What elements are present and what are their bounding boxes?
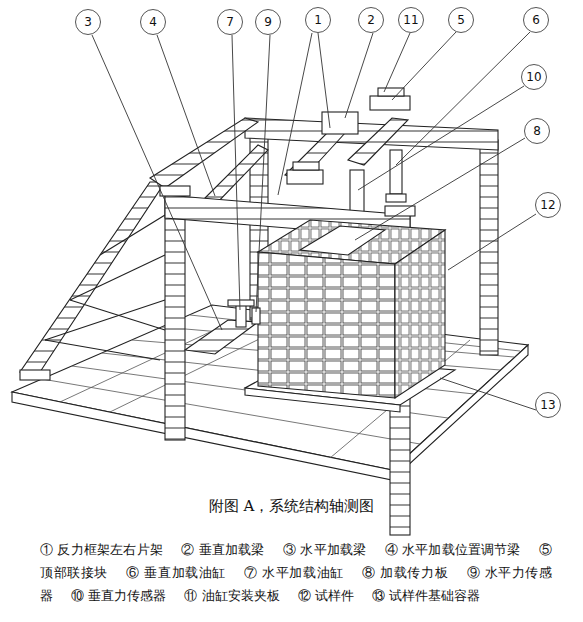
callout-text: 8 — [533, 124, 541, 138]
callout-number: 4 — [140, 9, 166, 35]
part-legend-item: ⑪ 油缸安装夹板 — [184, 588, 279, 603]
callout-number: 9 — [255, 9, 281, 35]
part-legend-item: ⑫ 试样件 — [298, 588, 354, 603]
callout-number: 11 — [398, 7, 424, 33]
callout-text: 1 — [314, 13, 322, 27]
callout-number: 7 — [217, 9, 243, 35]
callout-number: 8 — [524, 118, 550, 144]
callout-text: 3 — [84, 15, 92, 29]
callout-text: 10 — [526, 70, 541, 84]
parts-list: ① 反力框架左右片架 ② 垂直加载梁 ③ 水平加载梁 ④ 水平加载位置调节梁 ⑤… — [40, 538, 552, 607]
callout-text: 12 — [540, 198, 555, 212]
callout-text: 5 — [457, 13, 465, 27]
part-legend-item: ⑩ 垂直力传感器 — [71, 588, 166, 603]
callout-number: 1 — [305, 7, 331, 33]
part-legend-item: ⑬ 试样件基础容器 — [372, 588, 480, 603]
callout-text: 6 — [532, 13, 540, 27]
part-legend-item: ① 反力框架左右片架 — [40, 542, 163, 557]
callout-number: 10 — [521, 64, 547, 90]
callout-number: 5 — [448, 7, 474, 33]
callout-number: 3 — [75, 9, 101, 35]
callout-number: 6 — [523, 7, 549, 33]
callout-text: 2 — [367, 13, 375, 27]
part-legend-item: ⑥ 垂直加载油缸 — [126, 565, 225, 580]
callout-number: 12 — [535, 192, 561, 218]
callout-number: 2 — [358, 7, 384, 33]
callout-text: 11 — [403, 13, 418, 27]
callout-text: 4 — [149, 15, 157, 29]
part-legend-item: ⑧ 加载传力板 — [362, 565, 448, 580]
part-legend-item: ② 垂直加载梁 — [181, 542, 264, 557]
part-legend-item: ⑦ 水平加载油缸 — [244, 565, 343, 580]
figure-caption: 附图 A，系统结构轴测图 — [0, 497, 583, 516]
part-legend-item: ③ 水平加载梁 — [283, 542, 366, 557]
callout-text: 7 — [226, 15, 234, 29]
callout-number: 13 — [535, 392, 561, 418]
part-legend-item: ④ 水平加载位置调节梁 — [385, 542, 521, 557]
callout-text: 13 — [540, 398, 555, 412]
callout-text: 9 — [264, 15, 272, 29]
